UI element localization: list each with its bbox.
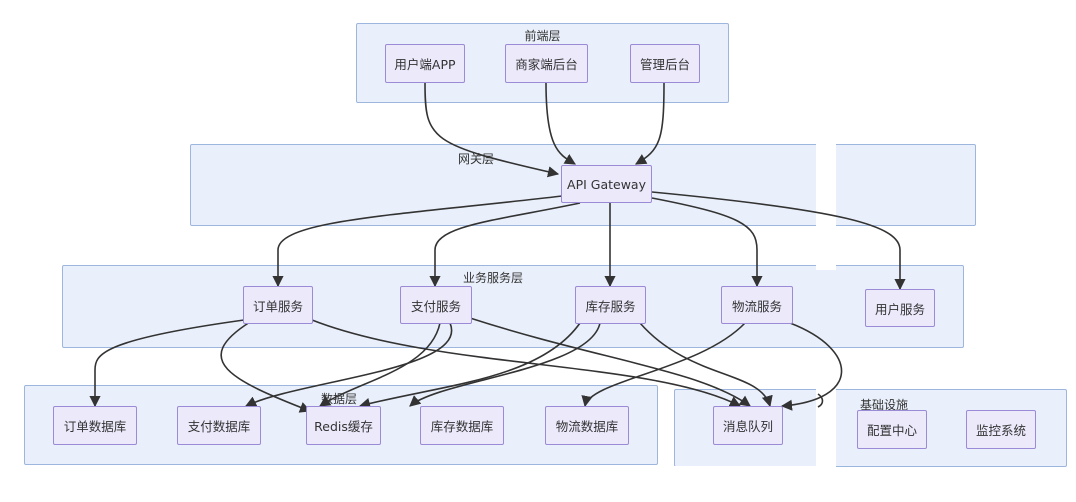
edge-order-redis [220,321,312,413]
edge-gateway-payment [429,202,581,288]
user-service-node[interactable]: 用户服务 [865,289,935,327]
edge-payment-mq [469,317,751,407]
edge-merchant-gateway [545,82,576,165]
redis-cache-node[interactable]: Redis缓存 [306,406,381,445]
edge-manage-gateway [635,82,665,165]
inventory-db-node[interactable]: 库存数据库 [420,406,504,445]
logistics-service-node[interactable]: 物流服务 [721,286,793,324]
monitoring-node[interactable]: 监控系统 [966,410,1036,449]
edge-logistics-mq [780,322,843,411]
edge-inventory-redis [358,322,581,409]
edge-gateway-order [272,195,563,288]
logistics-db-node[interactable]: 物流数据库 [545,406,629,445]
merchant-admin-node[interactable]: 商家端后台 [505,44,588,83]
edge-logistics-logdb [581,322,746,408]
edge-order-orderdb [89,319,245,408]
render-gap-strip [24,466,820,474]
business-layer-title: 业务服务层 [463,271,524,285]
inventory-service-node[interactable]: 库存服务 [575,286,646,324]
config-center-node[interactable]: 配置中心 [857,410,927,449]
api-gateway-node[interactable]: API Gateway [561,165,652,203]
render-gap-bottom [816,348,836,493]
manage-admin-node[interactable]: 管理后台 [630,44,700,83]
edge-payment-redis [319,322,441,407]
order-service-node[interactable]: 订单服务 [243,286,313,324]
user-app-node[interactable]: 用户端APP [385,44,465,83]
payment-service-node[interactable]: 支付服务 [400,286,472,324]
edge-payment-paydb [244,322,453,407]
order-db-node[interactable]: 订单数据库 [53,406,137,445]
message-queue-node[interactable]: 消息队列 [713,406,783,445]
infra-layer-title: 基础设施 [860,398,909,412]
edge-userapp-gateway [424,82,560,178]
edge-stub-right [817,393,824,408]
edge-gateway-logistics [651,197,763,288]
payment-db-node[interactable]: 支付数据库 [177,406,261,445]
edge-inventory-mq [639,322,773,408]
render-gap-top [816,140,836,270]
edge-gateway-user [651,191,906,291]
edge-inventory-invdb [409,322,601,407]
frontend-layer-title: 前端层 [524,29,561,43]
